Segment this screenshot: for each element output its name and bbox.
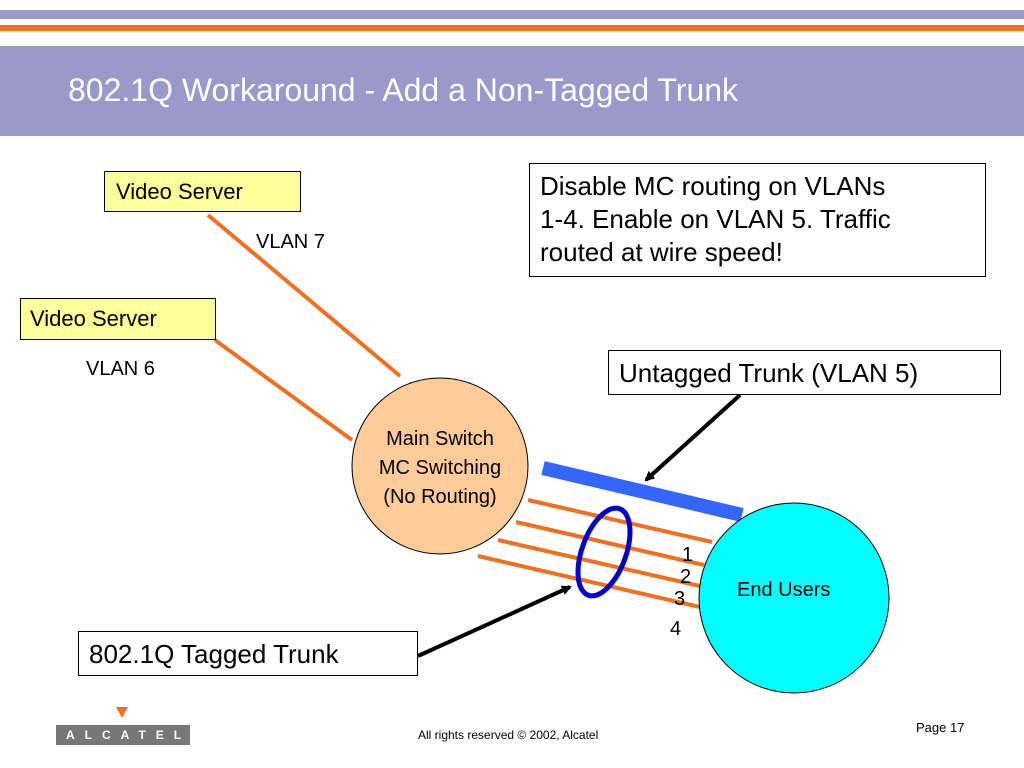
routing-callout-line-3: routed at wire speed! [540, 237, 783, 267]
vlan7-link [206, 213, 402, 378]
video-server-2-box: Video Server [20, 298, 216, 340]
vlan6-link [213, 338, 354, 442]
untagged-trunk-callout: Untagged Trunk (VLAN 5) [608, 350, 1001, 395]
tagged-trunk-line-4 [477, 554, 701, 609]
top-stripe-purple [0, 10, 1024, 19]
routing-callout-line-1: Disable MC routing on VLANs [540, 171, 886, 201]
routing-callout-line-2: 1-4. Enable on VLAN 5. Traffic [540, 204, 891, 234]
end-users-node [698, 502, 890, 694]
trunk-number-3: 3 [674, 588, 686, 610]
main-switch-label: Main Switch MC Switching (No Routing) [352, 425, 528, 512]
untagged-trunk-label: Untagged Trunk (VLAN 5) [619, 358, 919, 388]
trunk-number-2: 2 [680, 566, 692, 588]
video-server-1-box: Video Server [104, 171, 301, 212]
page-number: Page 17 [916, 720, 965, 735]
routing-callout: Disable MC routing on VLANs 1-4. Enable … [529, 163, 986, 277]
video-server-1-label: Video Server [116, 179, 243, 204]
main-switch-line-2: MC Switching [378, 457, 502, 479]
tagged-trunk-ellipse [575, 505, 633, 599]
trunk-number-1: 1 [682, 544, 694, 566]
main-switch-line-3: (No Routing) [383, 486, 497, 508]
alcatel-logo-mark [116, 707, 128, 718]
untagged-trunk-link [541, 461, 744, 522]
vlan-6-label: VLAN 6 [86, 358, 155, 380]
alcatel-logo: ALCATEL [56, 725, 190, 745]
copyright-text: All rights reserved © 2002, Alcatel [418, 728, 599, 742]
tagged-trunk-line-3 [497, 538, 701, 588]
title-bar [0, 46, 1024, 136]
tagged-trunk-line-2 [515, 520, 705, 567]
tagged-trunk-callout: 802.1Q Tagged Trunk [78, 631, 418, 676]
slide-title: 802.1Q Workaround - Add a Non-Tagged Tru… [68, 72, 739, 108]
trunk-number-4: 4 [670, 618, 682, 640]
end-users-label: End Users [737, 579, 831, 601]
untagged-trunk-arrow [644, 393, 742, 482]
main-switch-line-1: Main Switch [386, 428, 494, 450]
top-stripe-orange [0, 25, 1024, 31]
tagged-trunk-arrow [417, 585, 572, 658]
tagged-trunk-line-1 [527, 498, 713, 544]
video-server-2-label: Video Server [30, 306, 157, 331]
tagged-trunk-label: 802.1Q Tagged Trunk [89, 639, 339, 669]
main-switch-node [351, 377, 529, 555]
vlan-7-label: VLAN 7 [256, 231, 325, 253]
